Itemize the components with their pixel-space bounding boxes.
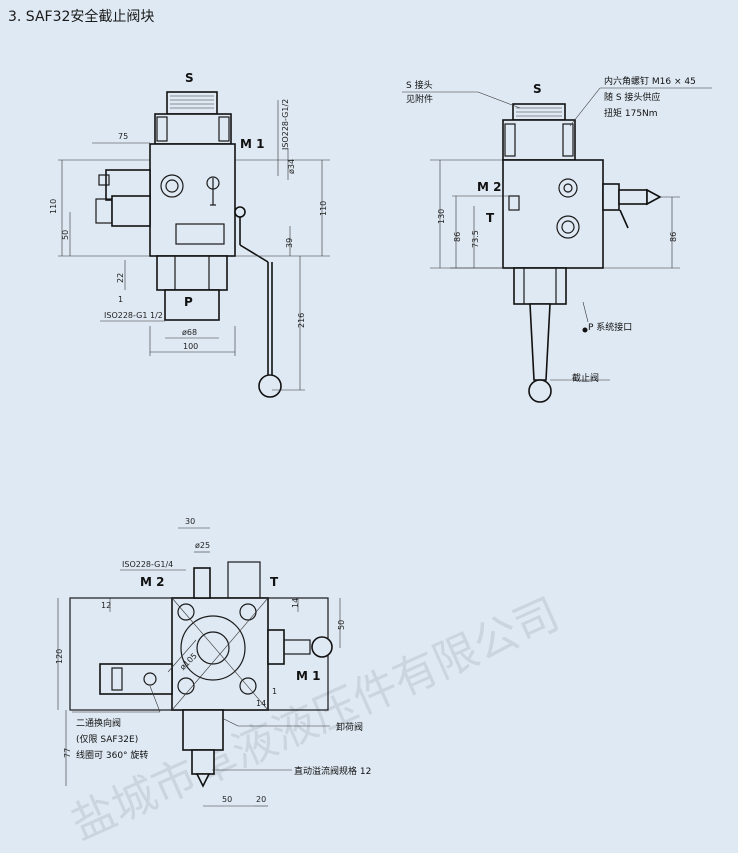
front-port-m1: M 1: [240, 137, 264, 151]
side-port-m2: M 2: [477, 180, 501, 194]
top-bolt-tl: [177, 603, 195, 621]
top-dim-77: 77: [63, 748, 72, 758]
front-solenoid: [105, 169, 151, 201]
top-relief-valve-label: 直动溢流阀规格 12: [294, 765, 371, 777]
dim-110-right: 110: [319, 201, 328, 216]
top-dim-50-bottom: 50: [222, 795, 232, 804]
top-m2-stub: [193, 567, 211, 599]
side-dim-130: 130: [437, 209, 446, 224]
top-dim-14b: 14: [256, 699, 266, 708]
top-m1-fitting: [267, 629, 285, 665]
dim-100: 100: [183, 342, 198, 351]
dim-68: ø68: [182, 328, 197, 337]
watermark-text: 盐城市阜液液压件有限公司: [64, 589, 567, 850]
side-handle-knob: [528, 379, 552, 403]
watermark: 盐城市阜液液压件有限公司: [64, 589, 567, 850]
top-relief-valve: [182, 709, 224, 751]
side-dim-86-right: 86: [669, 232, 678, 242]
front-view: 75 110 50 22 1 ISO228-G1 1/2 ø68 100 ISO…: [49, 71, 330, 398]
side-s-joint: S 接头: [406, 79, 433, 91]
dim-22: 22: [116, 273, 125, 283]
page-title: 3. SAF32安全截止阀块: [8, 9, 155, 25]
top-dim-12: 12: [101, 601, 111, 610]
top-thread-m: ISO228-G1/4: [122, 560, 173, 569]
top-valve-2way-note: (仅限 SAF32E): [76, 733, 138, 745]
top-view: 30 ø25 ISO228-G1/4 12 14 50 120 ø105 14 …: [55, 517, 371, 807]
side-m2-port: [558, 178, 578, 198]
thread-p: ISO228-G1 1/2: [104, 311, 163, 320]
top-dim-14: 14: [291, 598, 300, 608]
top-t-stub: [227, 561, 261, 599]
p-pipe: [164, 289, 220, 321]
side-view: 130 86 73.5 86 S S 接头 见附件 内六角螺钉 M16 × 45…: [402, 75, 712, 403]
dim-50: 50: [61, 230, 70, 240]
thread-s: ISO228-G1/2: [281, 99, 290, 150]
top-dim-50-right: 50: [337, 620, 346, 630]
dim-1-front: 1: [118, 295, 123, 304]
front-port-s: S: [185, 71, 194, 85]
dim-216: 216: [297, 313, 306, 328]
side-main-block: [502, 159, 604, 269]
top-port-t: T: [270, 575, 279, 589]
front-nameplate: [175, 223, 225, 245]
side-see-attach: 见附件: [406, 93, 433, 105]
side-gauge: [556, 215, 580, 239]
top-unload-valve: 卸荷阀: [336, 721, 363, 733]
side-dim-86-left: 86: [453, 232, 462, 242]
front-main-block: [149, 143, 236, 257]
side-port-s: S: [533, 82, 542, 96]
side-p-fitting: [513, 267, 567, 305]
side-p-note: P 系统接口: [588, 321, 632, 333]
side-dim-73: 73.5: [471, 230, 480, 248]
top-solenoid: [99, 663, 173, 695]
front-handle-knob: [258, 374, 282, 398]
side-screw-note-1: 内六角螺钉 M16 × 45: [604, 75, 696, 87]
side-handle: [529, 303, 551, 381]
dim-110-left: 110: [49, 199, 58, 214]
top-center-circle: [180, 615, 246, 681]
dim-75: 75: [118, 132, 128, 141]
side-stop-valve: 截止阀: [572, 372, 599, 384]
s-flange: [154, 113, 232, 145]
side-port-t: T: [486, 211, 495, 225]
top-dim-25: ø25: [195, 541, 210, 550]
s-fitting-top: [166, 91, 218, 115]
top-dim-30: 30: [185, 517, 195, 526]
dim-34: ø34: [287, 159, 296, 174]
top-dim-1: 1: [272, 687, 277, 696]
top-rotate-note: 线圈可 360° 旋转: [76, 749, 148, 761]
front-port-circle: [160, 174, 184, 198]
side-right-valve: [602, 183, 620, 211]
dim-39: 39: [285, 238, 294, 248]
side-screw-note-3: 扭矩 175Nm: [604, 107, 658, 119]
top-port-m2: M 2: [140, 575, 164, 589]
p-fitting: [156, 255, 228, 291]
top-valve-2way: 二通换向阀: [76, 717, 121, 729]
top-dim-20: 20: [256, 795, 266, 804]
top-bolt-br: [239, 677, 257, 695]
side-screw-note-2: 随 S 接头供应: [604, 91, 660, 103]
front-port-p: P: [184, 295, 193, 309]
side-flange: [502, 119, 576, 161]
top-port-m1: M 1: [296, 669, 320, 683]
top-dim-120: 120: [55, 649, 64, 664]
